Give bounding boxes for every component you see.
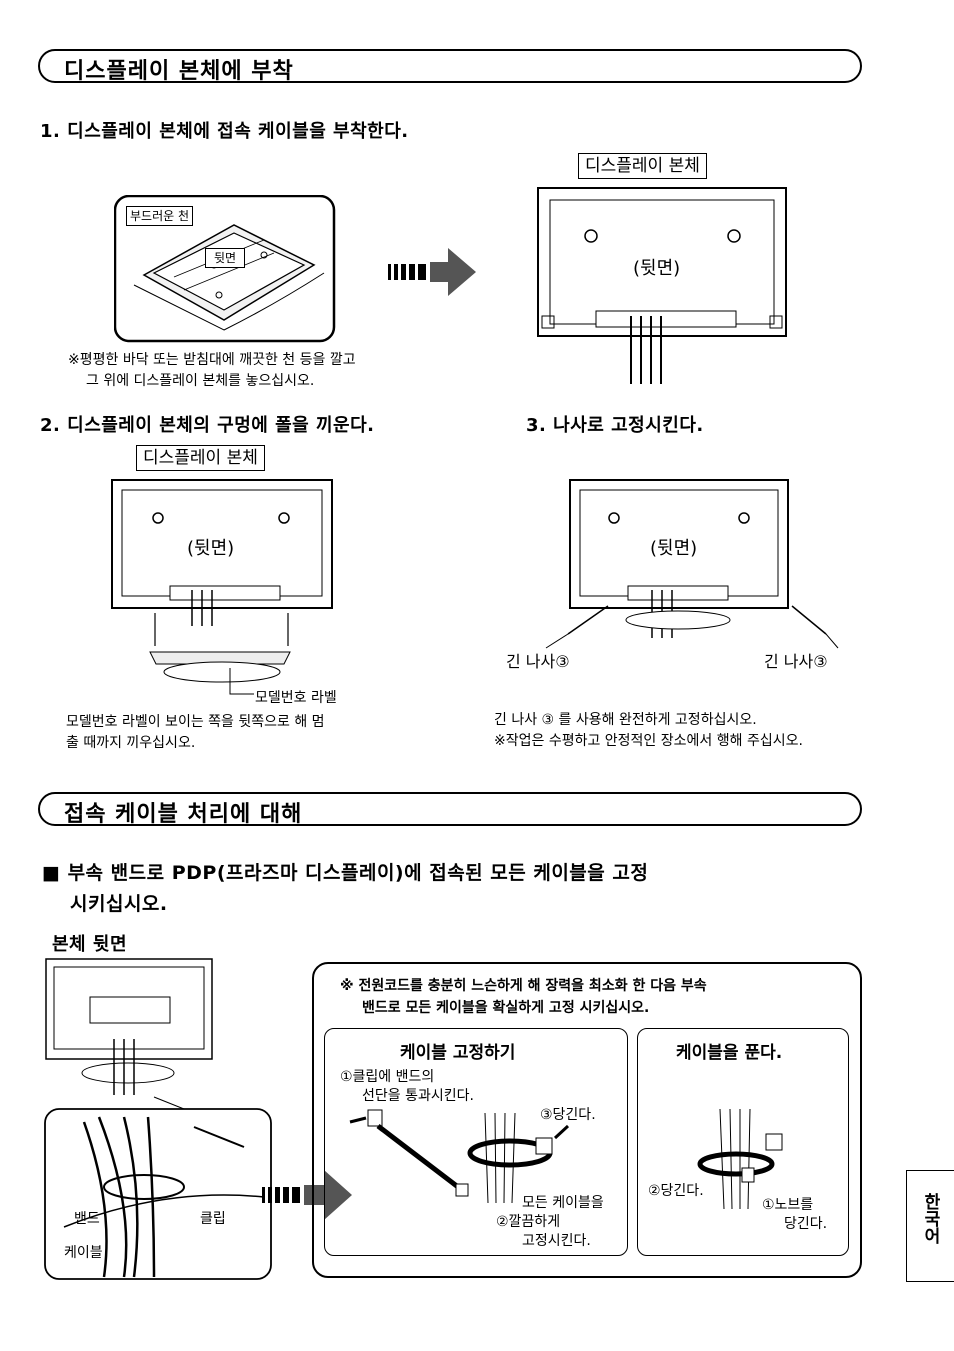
right-arrow-icon [388, 248, 476, 296]
step2-title: 2. 디스플레이 본체의 구멍에 폴을 끼운다. [40, 415, 375, 436]
model-label-leader [229, 668, 254, 695]
model-label-callout: 모델번호 라벨 [255, 690, 337, 706]
fix-cable-title: 케이블 고정하기 [400, 1043, 516, 1063]
cable-heading: ■ 부속 밴드로 PDP(프라즈마 디스플레이)에 접속된 모든 케이블을 고정… [42, 862, 649, 915]
cable-fix-panel [312, 962, 862, 1278]
step2-note: 모델번호 라벨이 보이는 쪽을 뒷쪽으로 해 멈 출 때까지 끼우십시오. [66, 714, 325, 751]
step3-note: 긴 나사 ③ 를 사용해 완전하게 고정하십시오. ※작업은 수평하고 안정적인… [494, 712, 803, 749]
fix-step2: 모든 케이블을 ②깔끔하게 고정시킨다. [496, 1195, 604, 1249]
clip-callout: 클립 [200, 1211, 226, 1227]
back-label: 뒷면 [205, 248, 246, 268]
cable-callout: 케이블 [64, 1245, 103, 1261]
release-step1: ①노브를 당긴다. [762, 1197, 828, 1232]
release-band-illustration [697, 1108, 783, 1210]
long-screw-left-label: 긴 나사③ [506, 652, 570, 671]
display-body-label: 디스플레이 본체 [578, 153, 707, 179]
section-title-2: 접속 케이블 처리에 대해 [64, 802, 303, 827]
fix-step3: ③당긴다. [540, 1107, 596, 1123]
step1-note: ※평평한 바닥 또는 받침대에 깨끗한 천 등을 깔고 그 위에 디스플레이 본… [68, 352, 356, 389]
language-tab: 한국어 [906, 1170, 954, 1282]
rear-cable-illustration [44, 958, 272, 1280]
back-side-label-1: (뒷면) [633, 258, 681, 279]
release-cable-box [637, 1028, 849, 1256]
step1-title: 1. 디스플레이 본체에 접속 케이블을 부착한다. [40, 121, 409, 142]
display-back-illustration [537, 187, 787, 384]
section-title: 디스플레이 본체에 부착 [64, 59, 294, 84]
soft-cloth-label: 부드러운 천 [126, 206, 194, 226]
warning-note: ※ 전원코드를 충분히 느슨하게 해 장력을 최소화 한 다음 부속 밴드로 모… [340, 978, 707, 1016]
display-screw-illustration [545, 479, 839, 649]
rear-label: 본체 뒷면 [52, 934, 128, 955]
band-clip-illustration [349, 1109, 570, 1204]
release-step2: ②당긴다. [648, 1183, 704, 1199]
right-arrow-icon-2 [262, 1170, 352, 1220]
section-banner-cable: 접속 케이블 처리에 대해 [38, 792, 862, 827]
back-side-label-2: (뒷면) [187, 538, 235, 559]
display-body-label-2: 디스플레이 본체 [136, 445, 265, 471]
step3-title: 3. 나사로 고정시킨다. [526, 415, 704, 436]
release-cable-title: 케이블을 푼다. [676, 1043, 783, 1063]
fix-step1: ①클립에 밴드의 선단을 통과시킨다. [340, 1069, 474, 1104]
section-banner-attach: 디스플레이 본체에 부착 [38, 49, 862, 84]
display-pole-illustration [111, 479, 333, 683]
cloth-illustration [114, 195, 336, 343]
long-screw-right-label: 긴 나사③ [764, 652, 828, 671]
band-callout: 밴드 [74, 1211, 100, 1227]
fix-cable-box [324, 1028, 628, 1256]
back-side-label-3: (뒷면) [650, 538, 698, 559]
